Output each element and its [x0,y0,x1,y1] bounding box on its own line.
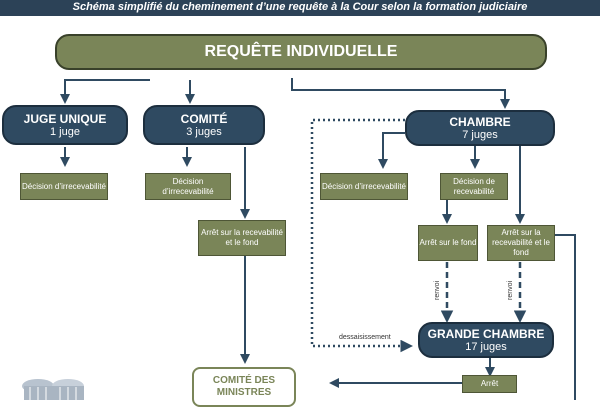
requete-individuelle-label: REQUÊTE INDIVIDUELLE [204,43,398,60]
dessaisissement-label: dessaisissement [339,334,391,341]
decision-irrecevabilite-comite: Décision d’irrecevabilité [145,173,231,200]
requete-individuelle-node: REQUÊTE INDIVIDUELLE [55,34,547,70]
line-arret-cm-right [555,234,576,400]
arret-grande-chambre-label: Arrêt [480,379,499,388]
arret-sur-le-fond: Arrêt sur le fond [418,225,478,261]
grande-chambre-sub: 17 juges [465,340,507,353]
decision-recevabilite: Décision de recevabilité [440,173,508,200]
arret-recevabilite-fond-chambre: Arrêt sur la recevabilité et le fond [487,225,555,261]
comite-title: COMITÉ [180,111,228,126]
arret-recevabilite-fond-comite-label: Arrêt sur la recevabilité et le fond [201,228,283,247]
arret-sur-le-fond-label: Arrêt sur le fond [419,238,477,247]
arrow-root-chambre [291,78,510,109]
diagram-title-banner: Schéma simplifié du cheminement d’une re… [0,0,600,16]
decision-irrecevabilite-comite-label: Décision d’irrecevabilité [162,176,214,196]
decision-irrecevabilite-chambre-label: Décision d’irrecevabilité [321,181,407,191]
renvoi-label-1: renvoi [434,280,441,300]
grande-chambre-title: GRANDE CHAMBRE [427,326,545,341]
comite-des-ministres-label: COMITÉ DES MINISTRES [212,375,276,398]
chambre-node: CHAMBRE 7 juges [405,110,555,146]
arrow-chambre-decision-irr [378,132,405,169]
arrow-dessaisissement [310,118,413,353]
court-building-icon [22,379,84,400]
decision-recevabilite-label: Décision de recevabilité [453,176,495,196]
arret-grande-chambre: Arrêt [462,375,517,393]
decision-irrecevabilite-juge-label: Décision d’irrecevabilité [21,181,107,191]
arret-recevabilite-fond-comite: Arrêt sur la recevabilité et le fond [198,220,286,256]
comite-node: COMITÉ 3 juges [143,105,265,145]
arret-recevabilite-fond-chambre-label: Arrêt sur la recevabilité et le fond [492,228,550,257]
juge-unique-title: JUGE UNIQUE [23,111,107,126]
decision-irrecevabilite-chambre: Décision d’irrecevabilité [320,173,408,200]
juge-unique-sub: 1 juge [50,125,80,138]
comite-des-ministres-node: COMITÉ DES MINISTRES [192,367,296,407]
grande-chambre-node: GRANDE CHAMBRE 17 juges [418,322,554,358]
juge-unique-node: JUGE UNIQUE 1 juge [2,105,128,145]
chambre-title: CHAMBRE [449,114,511,129]
comite-sub: 3 juges [186,125,222,138]
renvoi-label-2: renvoi [507,280,514,300]
decision-irrecevabilite-juge: Décision d’irrecevabilité [20,173,108,200]
arrow-root-juge-unique [60,79,150,104]
chambre-sub: 7 juges [462,128,498,141]
